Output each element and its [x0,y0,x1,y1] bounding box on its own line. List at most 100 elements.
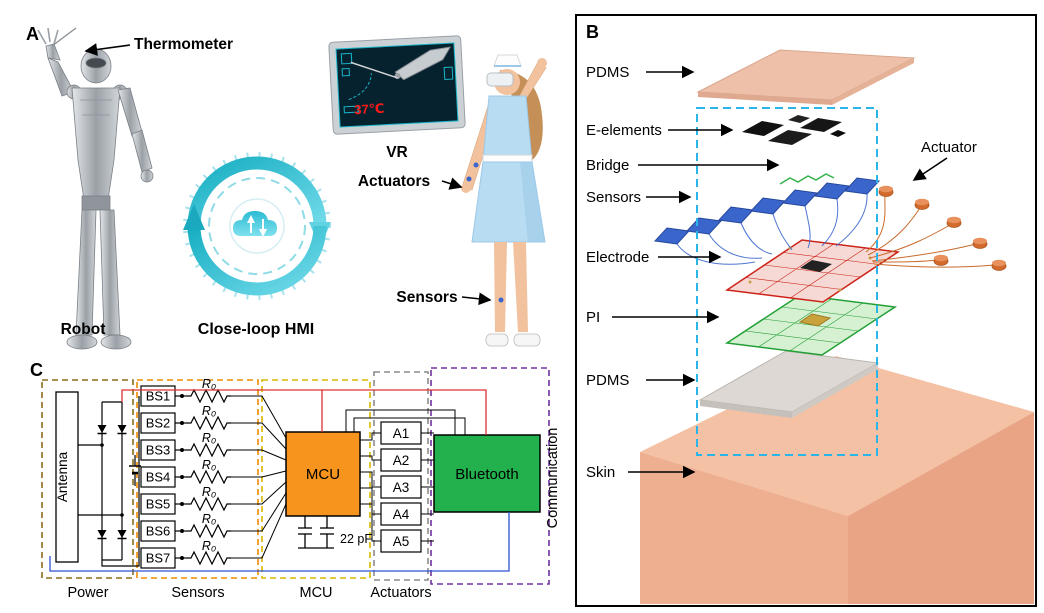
bs5-label: BS5 [146,497,171,512]
a3-label: A3 [393,480,410,495]
panel-b-label: B [586,22,599,42]
actuator-a1: A1 [380,421,434,445]
robot-visor [85,57,107,69]
a1-label: A1 [393,426,410,441]
bluetooth-label: Bluetooth [455,466,518,483]
a4-label: A4 [393,507,410,522]
communication-caption: Communication [545,428,561,529]
sensor-patch [473,162,479,168]
mcu-block [285,431,361,517]
screen-temperature: 37℃ [354,101,385,118]
bs-row-2: BS2 R₀ [140,404,287,450]
communication-group-box [430,367,550,585]
r0-label: R₀ [202,431,216,445]
actuator-dots [865,185,1007,271]
bs-row-7: BS7 R₀ [140,503,287,569]
bs2-label: BS2 [146,416,171,431]
actuator-arrow [912,157,948,181]
pi-label: PI [586,309,600,326]
e-elements-label: E-elements [586,122,662,139]
e-element-chips [742,115,846,145]
actuator-a5: A5 [380,529,434,553]
pi-board [724,294,898,356]
antenna-label: Antenna [55,451,70,502]
skin-label: Skin [586,464,615,481]
sensors-group-box [136,379,259,579]
ground-rail-blue [49,512,510,572]
r0-label: R₀ [202,404,216,418]
sensors-arrow [461,292,492,306]
antenna-box [55,391,79,563]
bs6-label: BS6 [146,524,171,539]
panel-c-label: C [30,360,43,380]
bs1-label: BS1 [146,389,171,404]
thermometer-label: Thermometer [134,36,233,53]
power-rail-red-2 [322,389,487,435]
panel-c: C Antenna BS1 [30,360,561,601]
vr-label: VR [386,144,408,161]
sensor-patch [498,297,504,303]
actuator-a3: A3 [380,475,434,499]
r0-label: R₀ [202,485,216,499]
r0-label: R₀ [202,512,216,526]
bs-row-3: BS3 R₀ [140,431,287,461]
a2-label: A2 [393,453,410,468]
pdms-top-slab [696,49,916,105]
pdms-bottom-label: PDMS [586,372,629,389]
r0-label: R₀ [202,377,216,391]
actuator-a4: A4 [380,502,434,526]
sensors-label-b: Sensors [586,189,641,206]
capacitor-symbol [298,516,334,549]
close-loop-label: Close-loop HMI [198,321,314,338]
power-caption: Power [67,585,108,601]
bs7-label: BS7 [146,551,171,566]
pdms-top-label: PDMS [586,64,629,81]
actuators-caption: Actuators [370,585,431,601]
bridge-serpentine [779,173,835,185]
thermometer-arrow [84,43,131,56]
bluetooth-block [433,434,541,513]
bs4-label: BS4 [146,470,171,485]
power-group-box [41,379,134,579]
panel-a: A Thermometer [26,24,547,350]
actuator-a2: A2 [380,448,434,472]
panel-b: B PDMS E-elements Bridge Sensors Actuato… [575,14,1037,607]
vr-screen: 37℃ [328,35,466,135]
actuators-arrow [441,177,463,190]
skin-block [640,356,1034,604]
bs-row-6: BS6 R₀ [140,492,287,542]
vr-goggles [486,72,514,87]
mcu-label: MCU [306,466,340,483]
bs-row-5: BS5 R₀ [140,481,287,515]
robot-illustration [37,27,154,350]
sensor-chips [653,177,881,265]
sensors-label-a: Sensors [396,289,457,306]
panel-a-label: A [26,24,39,44]
robot-label: Robot [61,321,106,338]
bridge-label: Bridge [586,157,629,174]
power-rail-red [121,389,323,432]
sensor-patch [466,176,472,182]
bs-row-4: BS4 R₀ [140,458,287,488]
r0-label: R₀ [202,458,216,472]
bs-row-1: BS1 R₀ [140,377,287,439]
capacitor-label: 22 pF [340,532,372,546]
exploded-view-outline [696,107,878,456]
bs3-label: BS3 [146,443,171,458]
screen-thermometer [350,61,398,79]
mcu-group-box [261,379,371,579]
sensors-caption: Sensors [171,585,224,601]
a5-label: A5 [393,534,410,549]
pdms-bottom-slab [698,350,880,418]
actuators-group-box [373,371,429,581]
close-loop-diagram [183,152,331,300]
thermometer-needle [51,27,77,47]
actuator-label: Actuator [921,139,977,156]
r0-label: R₀ [202,539,216,553]
actuators-label: Actuators [358,173,430,190]
nurse-illustration [461,54,547,347]
electrode-label: Electrode [586,249,649,266]
mcu-caption: MCU [299,585,332,601]
